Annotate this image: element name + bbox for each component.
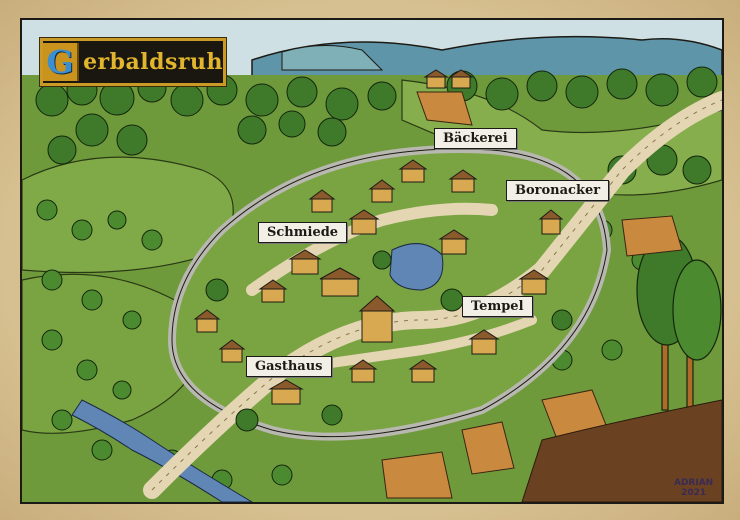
label-gasthaus[interactable]: Gasthaus	[239, 356, 338, 377]
label-tempel[interactable]: Tempel	[455, 296, 539, 317]
label-boronacker[interactable]: Boronacker	[498, 180, 617, 201]
illuminated-initial: G	[43, 43, 80, 81]
map-title: erbaldsruh	[83, 49, 223, 75]
artist-name: ADRIAN	[674, 478, 714, 488]
signature-year: 2021	[681, 488, 707, 498]
map-title-cartouche: G erbaldsruh	[40, 38, 226, 86]
label-schmiede[interactable]: Schmiede	[250, 222, 355, 243]
label-baeckerei[interactable]: Bäckerei	[427, 128, 524, 149]
village-map	[20, 18, 724, 504]
artist-signature: ADRIAN 2021	[674, 478, 713, 498]
map-illustration	[22, 20, 722, 502]
